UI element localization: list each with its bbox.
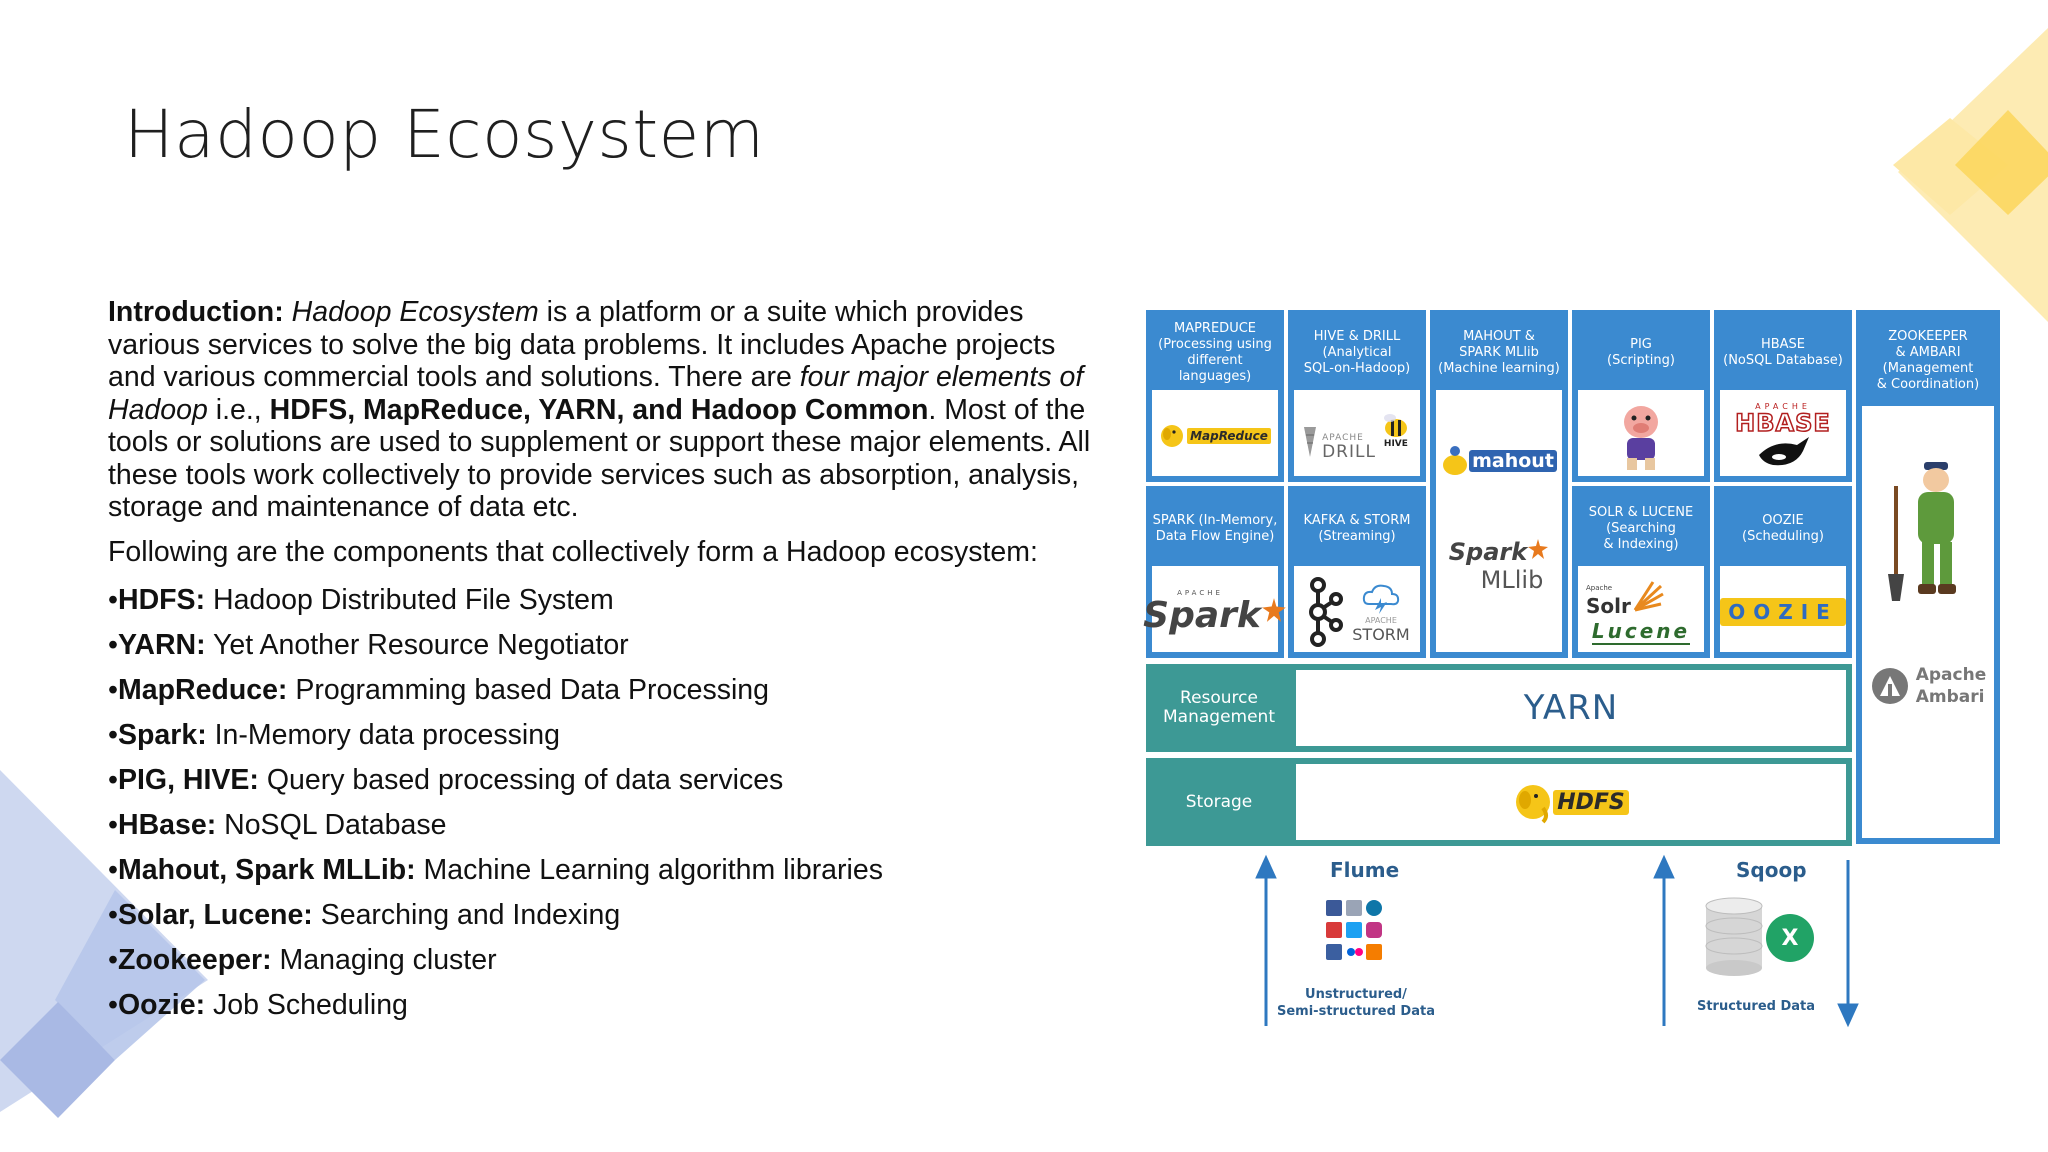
spark-logo: APACHE Spark — [1143, 572, 1286, 652]
list-item: •HBase: NoSQL Database — [108, 809, 447, 841]
layer-label: Storage — [1185, 791, 1253, 812]
tile-kafka-storm: KAFKA & STORM (Streaming) APACHE STORM — [1288, 486, 1426, 658]
drill-icon — [1304, 427, 1317, 457]
slide-title: Hadoop Ecosystem — [124, 96, 765, 173]
social-media-icons — [1326, 900, 1382, 960]
list-item: •Zookeeper: Managing cluster — [108, 944, 497, 976]
tile-header: HBASE (NoSQL Database) — [1720, 316, 1846, 390]
flume-label: Flume — [1330, 858, 1400, 882]
tile-spark: SPARK (In-Memory, Data Flow Engine) APAC… — [1143, 486, 1286, 658]
spark-mllib-logo: Spark MLlib — [1436, 526, 1562, 606]
excel-icon: X — [1766, 914, 1814, 962]
intro-text-2: i.e., — [207, 393, 270, 426]
tile-header: SPARK (In-Memory, Data Flow Engine) — [1152, 492, 1278, 566]
sqoop-label: Sqoop — [1736, 858, 1807, 882]
bee-icon — [1383, 414, 1407, 437]
tile-zookeeper-ambari: ZOOKEEPER & AMBARI (Management & Coordin… — [1856, 310, 2000, 844]
hdfs-box: HDFS — [1296, 764, 1846, 840]
hive-drill-logo: APACHE DRILL HIVE — [1294, 396, 1420, 476]
pig-icon — [1624, 406, 1658, 470]
list-item: •Solar, Lucene: Searching and Indexing — [108, 899, 621, 931]
tile-pig: PIG (Scripting) — [1572, 310, 1710, 482]
zookeeper-figure-icon — [1888, 462, 1956, 601]
list-item: •Oozie: Job Scheduling — [108, 989, 408, 1021]
tile-header: SOLR & LUCENE (Searching & Indexing) — [1578, 492, 1704, 566]
bottom-left-decoration — [0, 770, 208, 1118]
tile-hbase: HBASE (NoSQL Database) APACHE HBASE — [1714, 310, 1852, 482]
tile-header: MAHOUT & SPARK MLlib (Machine learning) — [1436, 316, 1562, 390]
list-item: •PIG, HIVE: Query based processing of da… — [108, 764, 784, 796]
storage-layer: Storage HDFS — [1146, 758, 1852, 846]
oozie-logo: OOZIE — [1720, 572, 1846, 652]
sunburst-icon — [1633, 581, 1664, 612]
tile-header: ZOOKEEPER & AMBARI (Management & Coordin… — [1862, 316, 1994, 406]
intro-text-1: is a platform or a suite which provides … — [108, 296, 1056, 393]
list-item: •HDFS: Hadoop Distributed File System — [108, 584, 614, 616]
pig-logo — [1578, 396, 1704, 476]
tile-solr-lucene: SOLR & LUCENE (Searching & Indexing) Apa… — [1572, 486, 1710, 658]
kafka-storm-logo: APACHE STORM — [1294, 572, 1420, 652]
tile-header: OOZIE (Scheduling) — [1720, 492, 1846, 566]
ingest-arrows — [1255, 854, 1859, 1028]
list-item: •Spark: In-Memory data processing — [108, 719, 560, 751]
star-icon — [1528, 539, 1549, 559]
following-line: Following are the components that collec… — [108, 535, 1038, 568]
tile-hive-drill: HIVE & DRILL (Analytical SQL-on-Hadoop) … — [1288, 310, 1426, 482]
mahout-logo: mahout — [1436, 436, 1562, 486]
ambari-logo: Apache Ambari — [1862, 656, 1994, 716]
intro-emphasis-1: Hadoop Ecosystem — [291, 296, 539, 328]
intro-strong: HDFS, MapReduce, YARN, and Hadoop Common — [269, 393, 929, 426]
tile-header: KAFKA & STORM (Streaming) — [1294, 492, 1420, 566]
solr-lucene-logo: Apache Solr Lucene — [1578, 572, 1704, 652]
list-item: •MapReduce: Programming based Data Proce… — [108, 674, 770, 706]
tile-oozie: OOZIE (Scheduling) OOZIE — [1714, 486, 1852, 658]
kafka-icon — [1309, 577, 1344, 647]
tile-header: MAPREDUCE (Processing using different la… — [1152, 316, 1278, 390]
storm-cloud-icon — [1362, 584, 1400, 614]
tile-header: HIVE & DRILL (Analytical SQL-on-Hadoop) — [1294, 316, 1420, 390]
elephant-icon — [1516, 785, 1551, 824]
intro-text-3: . Most of the tools or solutions are use… — [108, 393, 1091, 524]
rider-elephant-icon — [1443, 446, 1468, 475]
star-icon — [1262, 598, 1286, 622]
structured-data-label: Structured Data — [1696, 999, 1816, 1014]
list-item: •Mahout, Spark MLLib: Machine Learning a… — [108, 854, 883, 886]
ambari-icon — [1871, 668, 1908, 704]
hbase-logo: APACHE HBASE — [1720, 396, 1846, 476]
list-item: •YARN: Yet Another Resource Negotiator — [108, 629, 629, 661]
tile-mapreduce: MAPREDUCE (Processing using different la… — [1146, 310, 1284, 482]
tile-mahout-mllib: MAHOUT & SPARK MLlib (Machine learning) … — [1430, 310, 1568, 658]
intro-emphasis-2: four major elements of Hadoop — [108, 361, 1084, 426]
top-right-decoration — [1893, 28, 2048, 322]
intro-paragraph: Introduction: Hadoop Ecosystem is a plat… — [108, 296, 1108, 524]
orca-icon — [1759, 436, 1809, 465]
yarn-box: YARN — [1296, 670, 1846, 746]
component-list: •HDFS: Hadoop Distributed File System •Y… — [108, 578, 1108, 1028]
hadoop-ecosystem-diagram: MAPREDUCE (Processing using different la… — [1143, 306, 2000, 1030]
elephant-icon — [1161, 425, 1184, 447]
intro-lead: Introduction: — [108, 296, 284, 328]
zookeeper-logo — [1862, 456, 1994, 606]
mapreduce-logo: MapReduce — [1152, 396, 1278, 476]
tile-header: PIG (Scripting) — [1578, 316, 1704, 390]
database-icon — [1705, 897, 1763, 976]
slide-body: Introduction: Hadoop Ecosystem is a plat… — [108, 296, 1108, 1028]
unstructured-data-label: Unstructured/Semi-structured Data — [1277, 987, 1435, 1019]
